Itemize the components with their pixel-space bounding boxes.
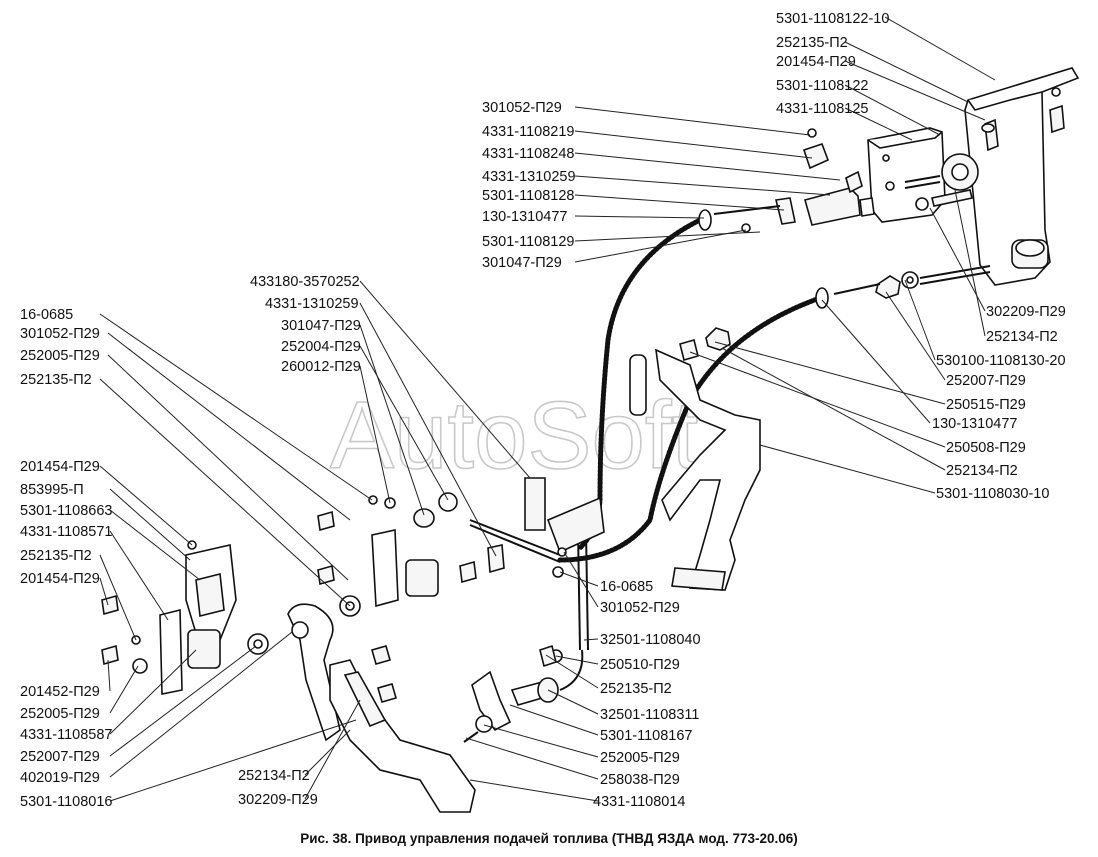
part-label: 250510-П29 (600, 657, 680, 673)
figure-caption: Рис. 38. Привод управления подачей топли… (300, 831, 798, 846)
part-label: 301052-П29 (20, 326, 100, 342)
labels-bottom-column: 16-0685 301052-П29 32501-1108040 250510-… (593, 579, 701, 810)
part-label: 16-0685 (20, 307, 73, 323)
part-label: 250515-П29 (946, 397, 1026, 413)
part-label: 4331-1108219 (482, 124, 574, 140)
pedal-support (101, 492, 477, 695)
part-label: 4331-1108014 (593, 794, 685, 810)
stud-assembly (679, 265, 991, 361)
part-label: 250508-П29 (946, 440, 1026, 456)
lower-linkage (463, 644, 563, 743)
labels-left-middle: 201454-П29 853995-П 5301-1108663 4331-11… (20, 459, 112, 587)
part-label: 252134-П2 (986, 329, 1058, 345)
part-label: 130-1310477 (932, 416, 1017, 432)
pedal (287, 603, 476, 813)
part-label: 302209-П29 (238, 792, 318, 808)
part-label: 301052-П29 (600, 600, 680, 616)
part-label: 252007-П29 (946, 373, 1026, 389)
part-label: 4331-1310259 (482, 169, 576, 185)
part-label: 402019-П29 (20, 770, 100, 786)
stop-bracket (964, 67, 1080, 286)
labels-top-center: 301052-П29 4331-1108219 4331-1108248 433… (482, 100, 576, 271)
adjust-bracket (867, 127, 979, 223)
part-label: 252007-П29 (20, 749, 100, 765)
parts-drawing (101, 67, 1080, 813)
part-label: 130-1310477 (482, 209, 567, 225)
part-label: 252005-П29 (20, 348, 100, 364)
lower-clip (487, 544, 567, 578)
part-label: 252134-П2 (946, 463, 1018, 479)
part-label: 5301-1108122 (776, 78, 868, 94)
part-label: 5301-1108030-10 (936, 486, 1049, 502)
part-label: 4331-1108571 (20, 524, 112, 540)
center-lever (524, 348, 761, 591)
part-label: 301047-П29 (482, 255, 562, 271)
part-label: 260012-П29 (281, 359, 361, 375)
part-label: 201452-П29 (20, 684, 100, 700)
part-label: 201454-П29 (776, 54, 856, 70)
labels-top-right: 5301-1108122-10 252135-П2 201454-П29 530… (776, 11, 889, 117)
part-label: 853995-П (20, 482, 84, 498)
part-label: 252135-П2 (20, 548, 92, 564)
part-label: 4331-1108587 (20, 727, 112, 743)
part-label: 252005-П29 (600, 750, 680, 766)
part-label: 201454-П29 (20, 459, 100, 475)
part-label: 252135-П2 (20, 372, 92, 388)
part-label: 32501-1108311 (600, 707, 699, 723)
part-label: 252135-П2 (600, 681, 672, 697)
part-label: 5301-1108016 (20, 794, 112, 810)
part-label: 4331-1310259 (265, 296, 359, 312)
part-label: 5301-1108663 (20, 503, 112, 519)
part-label: 301047-П29 (281, 318, 361, 334)
part-label: 4331-1108125 (776, 101, 868, 117)
part-label: 32501-1108040 (600, 632, 701, 648)
part-label: 530100-1108130-20 (936, 353, 1066, 369)
labels-left-bottom: 201452-П29 252005-П29 4331-1108587 25200… (20, 684, 112, 810)
part-label: 301052-П29 (482, 100, 562, 116)
labels-right: 302209-П29 252134-П2 530100-1108130-20 2… (932, 304, 1066, 502)
part-label: 201454-П29 (20, 571, 100, 587)
labels-center-bottom: 252134-П2 302209-П29 (238, 768, 318, 808)
part-label: 433180-3570252 (250, 274, 360, 290)
part-label: 5301-1108122-10 (776, 11, 889, 27)
labels-middle: 433180-3570252 4331-1310259 301047-П29 2… (250, 274, 361, 375)
cable-clip (741, 128, 875, 233)
part-label: 252004-П29 (281, 339, 361, 355)
labels-left-top: 16-0685 301052-П29 252005-П29 252135-П2 (20, 307, 100, 388)
part-label: 302209-П29 (986, 304, 1066, 320)
part-label: 252134-П2 (238, 768, 310, 784)
part-label: 5301-1108128 (482, 188, 574, 204)
part-label: 16-0685 (600, 579, 653, 595)
part-label: 5301-1108129 (482, 234, 574, 250)
part-label: 5301-1108167 (600, 728, 692, 744)
part-label: 252135-П2 (776, 35, 848, 51)
part-label: 258038-П29 (600, 772, 680, 788)
part-label: 252005-П29 (20, 706, 100, 722)
part-label: 4331-1108248 (482, 146, 574, 162)
leader-lines (99, 16, 996, 802)
